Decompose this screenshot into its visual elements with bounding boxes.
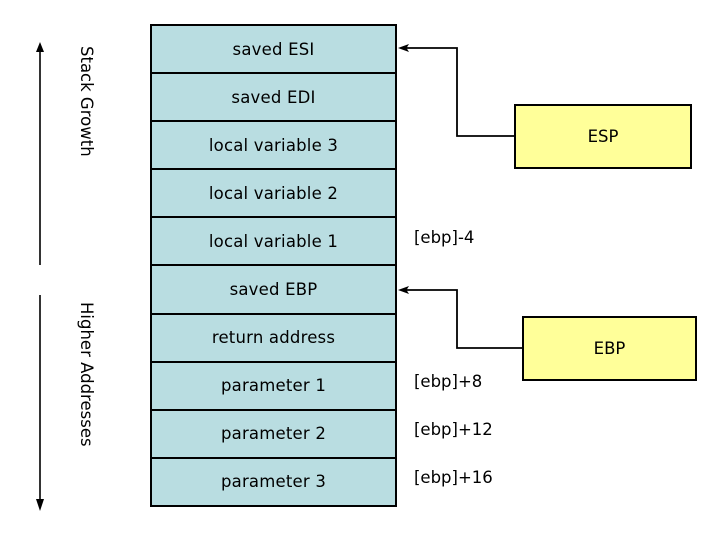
stack-growth-arrow (36, 42, 44, 265)
label-higher-addresses: Higher Addresses (77, 302, 96, 447)
esp-connector-line (398, 44, 514, 137)
stack-table: saved ESI saved EDI local variable 3 loc… (150, 24, 397, 507)
ebp-connector-line (398, 286, 522, 349)
offset-label-ebp-plus-16: [ebp]+16 (414, 468, 493, 487)
stack-cell-parameter-3: parameter 3 (152, 458, 395, 505)
stack-cell-parameter-1: parameter 1 (152, 362, 395, 411)
offset-label-ebp-plus-8: [ebp]+8 (414, 372, 483, 391)
label-stack-growth: Stack Growth (77, 46, 96, 157)
register-box-esp: ESP (514, 104, 692, 169)
stack-cell-parameter-2: parameter 2 (152, 410, 395, 459)
offset-label-ebp-plus-12: [ebp]+12 (414, 420, 493, 439)
higher-addresses-arrow (36, 295, 44, 511)
stack-cell-local-variable-3: local variable 3 (152, 122, 395, 171)
stack-cell-saved-edi: saved EDI (152, 74, 395, 123)
stack-cell-return-address: return address (152, 314, 395, 363)
stack-cell-local-variable-2: local variable 2 (152, 170, 395, 219)
stack-cell-saved-ebp: saved EBP (152, 266, 395, 315)
offset-label-ebp-minus-4: [ebp]-4 (414, 228, 475, 247)
stack-cell-local-variable-1: local variable 1 (152, 218, 395, 267)
register-box-ebp: EBP (522, 316, 697, 381)
stack-cell-saved-esi: saved ESI (152, 26, 395, 75)
